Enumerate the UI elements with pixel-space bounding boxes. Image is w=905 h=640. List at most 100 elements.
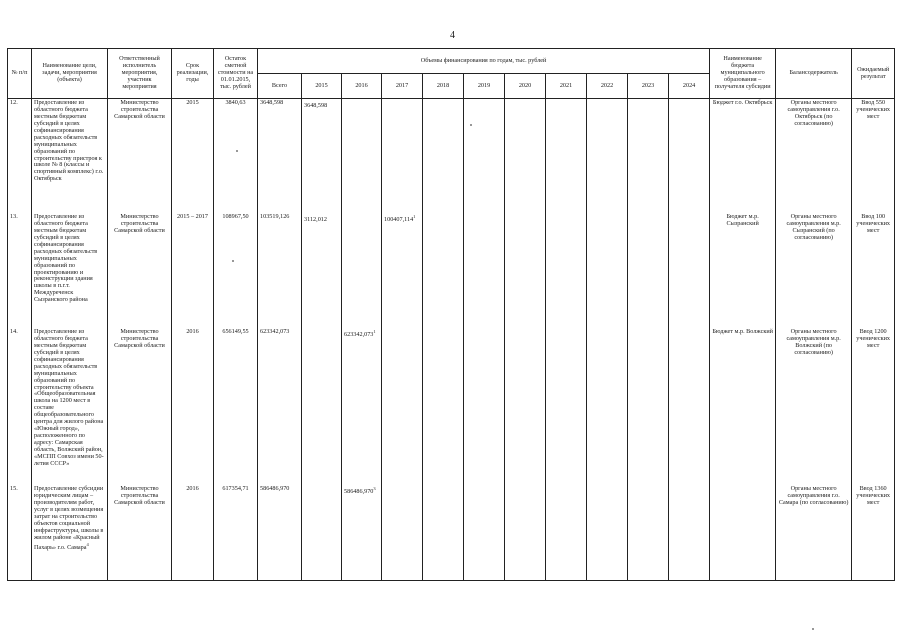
row-recipient (709, 485, 777, 581)
scan-speck (812, 628, 814, 630)
row-period: 2015 – 2017 (171, 213, 214, 328)
row-holder: Органы местного самоуправления м.р. Сызр… (775, 213, 853, 328)
row-amount (463, 98, 505, 213)
row-result: Ввод 1200 ученических мест (851, 328, 896, 485)
header-result: Ожидаемый результат (851, 48, 896, 99)
table-row: 14. Предоставление из областного бюджета… (7, 328, 896, 485)
row-amount (667, 485, 711, 581)
footnote-mark: 3 (373, 486, 376, 491)
row-holder: Органы местного самоуправления г.о. Октя… (775, 98, 853, 213)
row-amount (422, 328, 464, 485)
row-amount (341, 213, 382, 328)
row-amount (627, 485, 669, 581)
row-amount (627, 213, 669, 328)
row-amount (422, 213, 464, 328)
row-amount (504, 98, 546, 213)
row-amount (381, 98, 423, 213)
row-amount (667, 328, 711, 485)
amount-value: 586486,970 (344, 488, 374, 496)
table-row: 13. Предоставление из областного бюджета… (7, 213, 896, 328)
header-year: 2024 (667, 73, 711, 99)
row-result: Ввод 550 ученических мест (851, 98, 896, 213)
row-executor: Министерство строительства Самарской обл… (107, 213, 172, 328)
header-holder: Балансодержатель (775, 48, 853, 99)
scan-speck (232, 260, 234, 262)
row-name: Предоставление из областного бюджета мес… (31, 98, 108, 213)
amount-value: 3648,598 (304, 102, 328, 110)
row-amount (463, 485, 505, 581)
row-amount (301, 328, 342, 485)
row-amount: 3648,598 (301, 98, 342, 213)
row-remainder: 617354,71 (213, 485, 258, 581)
row-name-cell: Предоставление субсидии юридическим лица… (31, 485, 108, 581)
footnote-mark: 1 (373, 329, 376, 334)
footnote-mark: 1 (413, 214, 416, 219)
row-total: 623342,073 (257, 328, 302, 485)
row-amount (667, 98, 711, 213)
row-amount (463, 213, 505, 328)
row-amount (586, 485, 628, 581)
row-amount (381, 485, 423, 581)
header-num: № п/п (7, 48, 32, 99)
header-year: 2018 (422, 73, 464, 99)
header-year: 2015 (301, 73, 342, 99)
amount-value: 100407,114 (384, 216, 414, 224)
row-remainder: 3840,63 (213, 98, 258, 213)
row-amount (545, 328, 587, 485)
row-amount (504, 328, 546, 485)
row-amount (545, 485, 587, 581)
row-num: 14. (7, 328, 32, 485)
row-amount: 100407,1141 (381, 213, 423, 328)
row-period: 2016 (171, 328, 214, 485)
row-period: 2015 (171, 98, 214, 213)
row-recipient: Бюджет г.о. Октябрьск (709, 98, 777, 213)
row-amount (422, 98, 464, 213)
row-amount (627, 328, 669, 485)
row-executor: Министерство строительства Самарской обл… (107, 98, 172, 213)
row-amount (667, 213, 711, 328)
row-amount (545, 98, 587, 213)
funding-table: № п/п Наименование цели, задачи, меропри… (7, 48, 896, 581)
row-num: 13. (7, 213, 32, 328)
footnote-mark: 4 (86, 541, 89, 547)
header-year: 2020 (504, 73, 546, 99)
amount-value: 623342,073 (344, 331, 374, 339)
row-recipient: Бюджет м.р. Волжский (709, 328, 777, 485)
row-result: Ввод 100 ученических мест (851, 213, 896, 328)
row-total: 103519,126 (257, 213, 302, 328)
header-executor: Ответственный исполнитель мероприятия, у… (107, 48, 172, 99)
header-year: 2017 (381, 73, 423, 99)
row-total: 586486,970 (257, 485, 302, 581)
row-amount (504, 485, 546, 581)
row-remainder: 656149,55 (213, 328, 258, 485)
header-remainder: Остаток сметной стоимости на 01.01.2015,… (213, 48, 258, 99)
row-amount (545, 213, 587, 328)
row-amount (627, 98, 669, 213)
row-amount (586, 98, 628, 213)
amount-value: 3112,012 (304, 216, 327, 224)
row-amount (301, 485, 342, 581)
row-result: Ввод 1360 ученических мест (851, 485, 896, 581)
row-recipient: Бюджет м.р. Сызранский (709, 213, 777, 328)
header-year: 2019 (463, 73, 505, 99)
row-amount (422, 485, 464, 581)
row-amount (341, 98, 382, 213)
row-amount (381, 328, 423, 485)
row-holder: Органы местного самоуправления г.о. Сама… (775, 485, 853, 581)
header-funding-group: Объемы финансирования по годам, тыс. руб… (256, 48, 711, 74)
row-holder: Органы местного самоуправления м.р. Волж… (775, 328, 853, 485)
header-recipient: Наименование бюджета муниципального обра… (709, 48, 777, 99)
row-period: 2016 (171, 485, 214, 581)
row-name: Предоставление субсидии юридическим лица… (34, 485, 104, 551)
page-number: 4 (450, 30, 455, 41)
row-num: 15. (7, 485, 32, 581)
row-num: 12. (7, 98, 32, 213)
row-amount (586, 328, 628, 485)
header-year: 2016 (341, 73, 382, 99)
header-name: Наименование цели, задачи, мероприятия (… (31, 48, 108, 99)
row-amount (586, 213, 628, 328)
row-executor: Министерство строительства Самарской обл… (107, 485, 172, 581)
scan-speck (470, 124, 472, 126)
row-remainder: 108967,50 (213, 213, 258, 328)
row-amount (463, 328, 505, 485)
